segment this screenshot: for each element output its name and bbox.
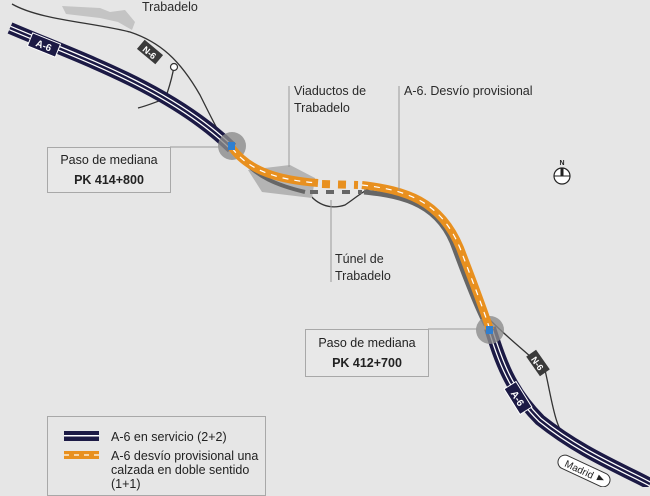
viaducts-label-line1: Viaductos de: [294, 84, 367, 98]
legend: A-6 en servicio (2+2) A-6 desvío provisi…: [47, 416, 266, 496]
crossover-414-link: [228, 142, 235, 150]
town-label: Trabadelo: [142, 0, 198, 14]
old-carriageway-2: [363, 189, 489, 327]
crossover-412-callout: Paso de mediana PK 412+700: [305, 329, 429, 377]
tunnel-label-line2: Trabadelo: [335, 269, 391, 283]
crossover-414-callout: Paso de mediana PK 414+800: [47, 147, 171, 193]
legend-item-detour: A-6 desvío provisional una calzada en do…: [64, 449, 274, 491]
crossover-pk: PK 414+800: [74, 173, 144, 187]
a6-detour: [228, 145, 494, 332]
town-area: [62, 6, 135, 30]
roundabout: [169, 62, 179, 72]
legend-label: A-6 en servicio (2+2): [111, 430, 227, 444]
leader-lines: [170, 86, 478, 330]
in-service-swatch: [64, 431, 99, 441]
detour-swatch: [64, 451, 99, 459]
viaducts-label-line2: Trabadelo: [294, 101, 350, 115]
detour-label: A-6. Desvío provisional: [404, 84, 533, 98]
legend-item-in-service: A-6 en servicio (2+2): [64, 430, 227, 444]
n6-badge-south: N-6: [526, 349, 550, 377]
svg-text:N: N: [559, 160, 564, 167]
a6-badge-north: A-6: [26, 32, 62, 58]
n6-road-south: [489, 319, 569, 441]
arrow-right-icon: [596, 474, 604, 481]
crossover-pk: PK 412+700: [332, 356, 402, 370]
crossover-title: Paso de mediana: [60, 153, 158, 167]
viaducts-label: Viaductos de Trabadelo: [294, 83, 366, 117]
crossover-412-link: [486, 326, 493, 334]
north-arrow-icon: N: [553, 160, 571, 185]
madrid-direction-sign: Madrid: [557, 454, 611, 487]
legend-label: A-6 desvío provisional una calzada en do…: [111, 449, 259, 491]
n6-badge-north: N-6: [136, 39, 164, 65]
tunnel-label-line1: Túnel de: [335, 252, 384, 266]
crossover-title: Paso de mediana: [318, 336, 416, 350]
tunnel-label: Túnel de Trabadelo: [335, 251, 391, 285]
